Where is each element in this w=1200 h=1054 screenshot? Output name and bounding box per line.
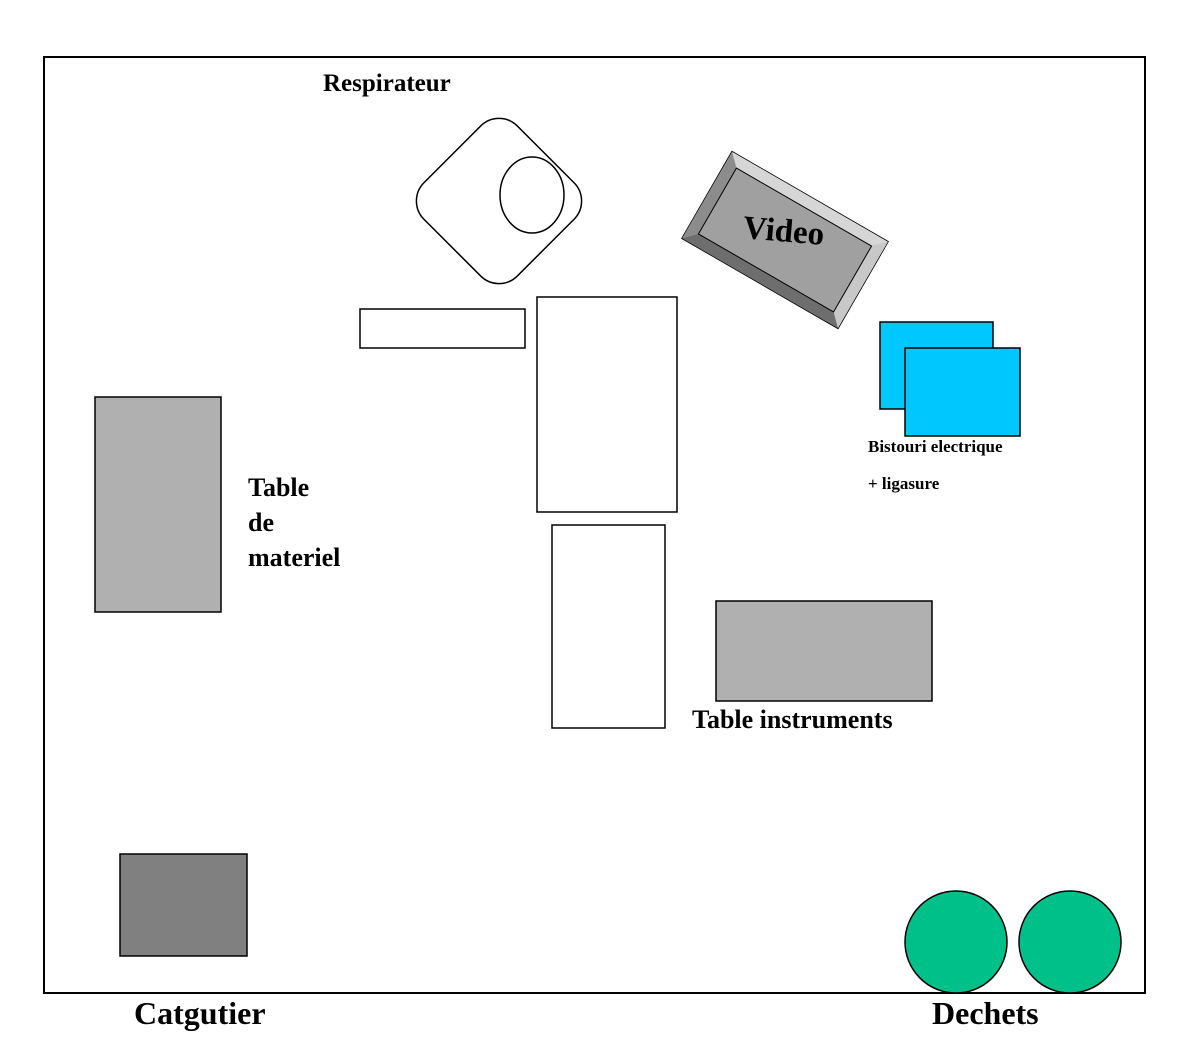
- table-materiel-label-line3: materiel: [248, 543, 340, 572]
- respirateur-device: [415, 117, 583, 285]
- table-materiel-label-line2: de: [248, 508, 274, 537]
- dechets-bin-right: [1018, 890, 1122, 994]
- dechets-label: Dechets: [932, 995, 1039, 1031]
- anesthesia-board: [359, 308, 526, 349]
- ligasure-unit-front: [904, 347, 1021, 437]
- table-materiel-label-line1: Table: [248, 473, 309, 502]
- catgutier-label: Catgutier: [134, 995, 266, 1031]
- dechets-bin-left: [904, 890, 1008, 994]
- operating-table-lower: [551, 524, 666, 729]
- table-materiel: [94, 396, 222, 613]
- video-label: Video: [742, 210, 826, 253]
- ligasure-label: + ligasure: [868, 474, 940, 493]
- respirateur-label: Respirateur: [323, 70, 451, 97]
- bistouri-label: Bistouri electrique: [868, 437, 1003, 456]
- operating-table-upper: [536, 296, 678, 513]
- catgutier-box: [119, 853, 248, 957]
- video-tower: [681, 150, 889, 330]
- table-instruments: [715, 600, 933, 702]
- respirateur-dial: [499, 156, 565, 234]
- table-instruments-label: Table instruments: [692, 705, 893, 734]
